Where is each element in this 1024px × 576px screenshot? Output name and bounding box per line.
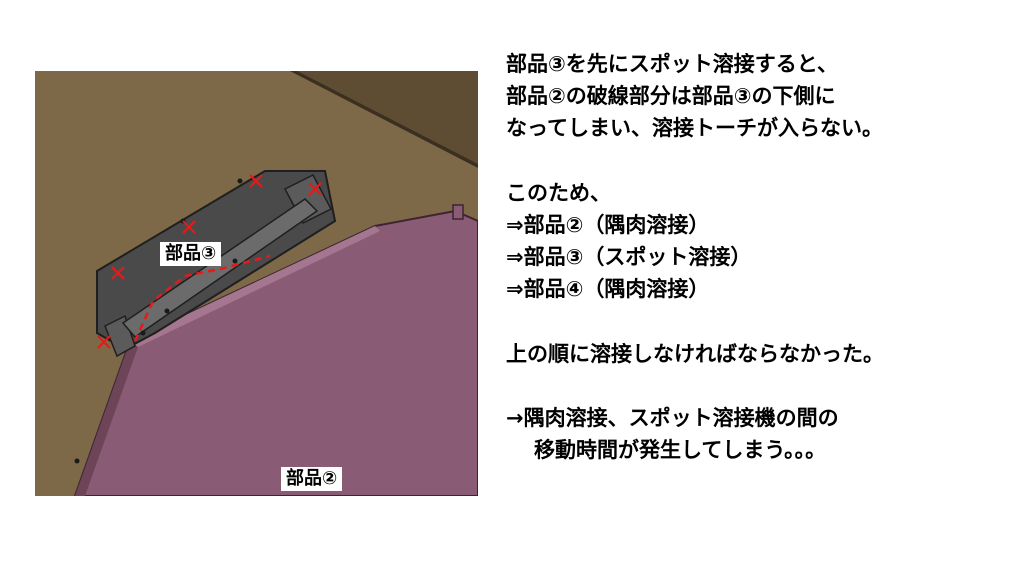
- note-line: 部品②の破線部分は部品③の下側に: [506, 84, 836, 109]
- note-line: →隅肉溶接、スポット溶接機の間の: [506, 406, 839, 431]
- note-line-blank: [506, 306, 1016, 338]
- label-part2: 部品②: [281, 467, 343, 491]
- note-line: ⇒部品④（隅肉溶接）: [506, 277, 710, 302]
- part2-left-face: [75, 341, 138, 496]
- bracket-holes: [74, 178, 243, 464]
- cad-figure: 部品③ 部品②: [35, 71, 479, 497]
- label-part3: 部品③: [160, 242, 222, 266]
- note-line: 移動時間が発生してしまう。。。: [534, 438, 827, 463]
- spot-weld-marks: [97, 174, 322, 349]
- note-line: ⇒部品③（スポット溶接）: [506, 245, 752, 270]
- shadow-edge: [290, 71, 478, 168]
- notes-panel: 部品③を先にスポット溶接すると、 部品②の破線部分は部品③の下側に なってしまい…: [506, 48, 1016, 466]
- hidden-weld-line: [133, 254, 271, 342]
- note-line-blank: [506, 145, 1016, 177]
- plate-notch: [452, 204, 464, 220]
- part2-edge-highlight: [130, 226, 380, 347]
- note-line: なってしまい、溶接トーチが入らない。: [506, 116, 883, 141]
- note-line: ⇒部品②（隅肉溶接）: [506, 212, 710, 237]
- note-line: 上の順に溶接しなければならなかった。: [506, 341, 884, 366]
- cad-render: [35, 71, 479, 497]
- note-line-blank: [506, 370, 1016, 402]
- note-line: 部品③を先にスポット溶接すると、: [506, 52, 838, 76]
- note-line: このため、: [506, 180, 611, 205]
